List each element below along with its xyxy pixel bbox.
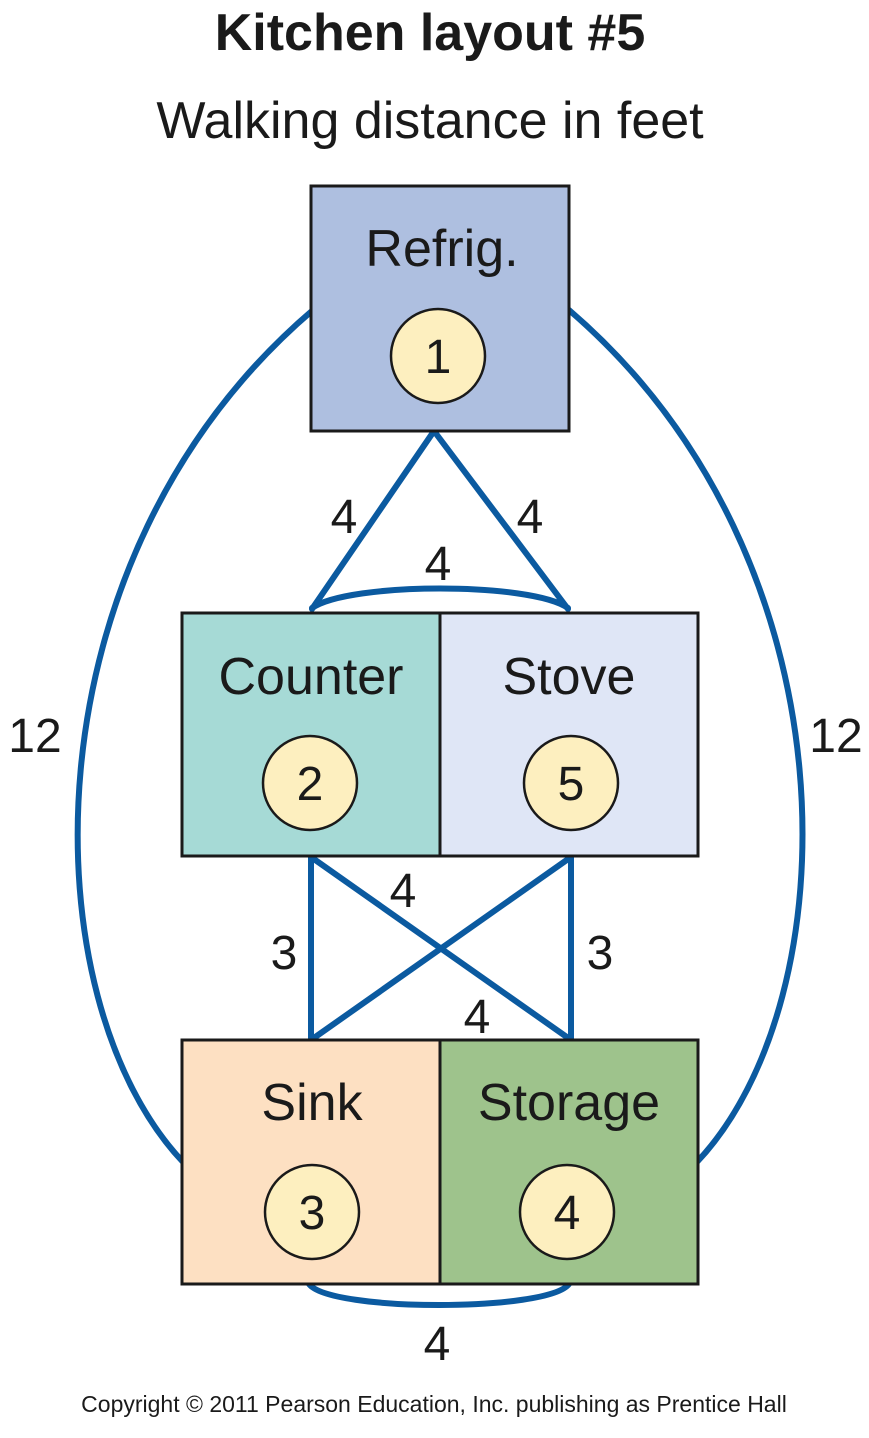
counter-number: 2 [297, 758, 324, 811]
counter-label: Counter [219, 648, 404, 706]
edge-sink-storage [306, 1281, 572, 1308]
distance-stove-sink: 4 [464, 991, 491, 1044]
stove-number-badge [522, 734, 620, 832]
sink-label: Sink [261, 1074, 363, 1132]
copyright-notice: Copyright © 2011 Pearson Education, Inc.… [81, 1391, 787, 1417]
edge-counter-stove [309, 585, 571, 611]
distance-refrig-counter: 4 [331, 491, 358, 544]
edge-refrig-counter [309, 428, 437, 612]
sink-number-badge [263, 1163, 361, 1261]
storage-number-badge [518, 1163, 616, 1261]
edge-refrig-storage [566, 307, 806, 1165]
sink-number: 3 [299, 1187, 326, 1240]
stove-number: 5 [558, 758, 585, 811]
station-sink: Sink 3 [180, 1038, 442, 1286]
refrig-number: 1 [425, 331, 452, 384]
counter-number-badge [261, 734, 359, 832]
edge-refrig-stove [431, 428, 571, 612]
distance-refrig-sink: 12 [8, 710, 61, 763]
refrig-label: Refrig. [365, 220, 518, 278]
station-storage: Storage 4 [438, 1038, 700, 1286]
distance-stove-storage: 3 [587, 927, 614, 980]
storage-label: Storage [478, 1074, 660, 1132]
diagram-subtitle: Walking distance in feet [156, 92, 704, 150]
refrig-number-badge [389, 307, 487, 405]
edge-stove-sink [308, 854, 574, 1043]
station-stove: Stove 5 [438, 611, 700, 858]
edge-refrig-sink [74, 307, 316, 1165]
station-refrig: Refrig. 1 [309, 184, 571, 433]
distance-counter-storage: 4 [390, 865, 417, 918]
storage-number: 4 [554, 1187, 581, 1240]
distance-labels: 4 4 4 12 12 4 3 3 4 4 [8, 491, 862, 1371]
distance-sink-storage: 4 [424, 1318, 451, 1371]
station-counter: Counter 2 [180, 611, 442, 858]
distance-counter-sink: 3 [271, 927, 298, 980]
stove-label: Stove [503, 648, 636, 706]
distance-counter-stove: 4 [425, 538, 452, 591]
connection-lines [74, 307, 806, 1308]
distance-refrig-storage: 12 [809, 710, 862, 763]
distance-refrig-stove: 4 [517, 491, 544, 544]
diagram-title: Kitchen layout #5 [215, 4, 646, 62]
